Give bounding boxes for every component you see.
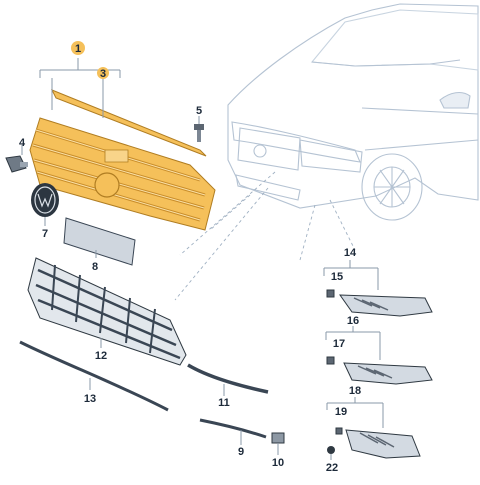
trim-strip-part	[50, 89, 207, 157]
label-4: 4	[19, 137, 26, 149]
screw-part	[194, 116, 204, 142]
label-1: 1	[75, 43, 81, 55]
label-16: 16	[347, 315, 359, 327]
car-illustration	[227, 3, 479, 221]
label-13: 13	[84, 393, 96, 405]
label-3: 3	[100, 68, 106, 80]
upper-grille-part	[29, 117, 216, 231]
insert-14-group	[323, 260, 433, 317]
label-9: 9	[238, 446, 244, 458]
clip-10-part	[271, 432, 285, 455]
label-10: 10	[272, 457, 284, 469]
lower-grille-part	[27, 257, 187, 366]
label-18: 18	[349, 385, 361, 397]
insert-16-group	[325, 326, 433, 385]
label-7: 7	[42, 228, 48, 240]
plate-bracket-part	[63, 217, 136, 266]
label-8: 8	[92, 261, 98, 273]
label-11: 11	[218, 397, 230, 409]
clip-part	[5, 145, 28, 173]
side-trim-part	[187, 363, 269, 396]
label-17: 17	[333, 338, 345, 350]
label-14: 14	[344, 247, 357, 259]
small-strip-part	[199, 418, 267, 445]
callout-1-bracket	[39, 41, 121, 118]
label-5: 5	[196, 105, 202, 117]
label-15: 15	[331, 271, 343, 283]
insert-18-group	[326, 397, 421, 460]
emblem-part	[31, 183, 59, 226]
label-22: 22	[326, 462, 338, 474]
label-12: 12	[95, 350, 107, 362]
leader-lines	[174, 171, 356, 301]
lower-trim-part	[19, 340, 169, 412]
label-19: 19	[335, 406, 347, 418]
